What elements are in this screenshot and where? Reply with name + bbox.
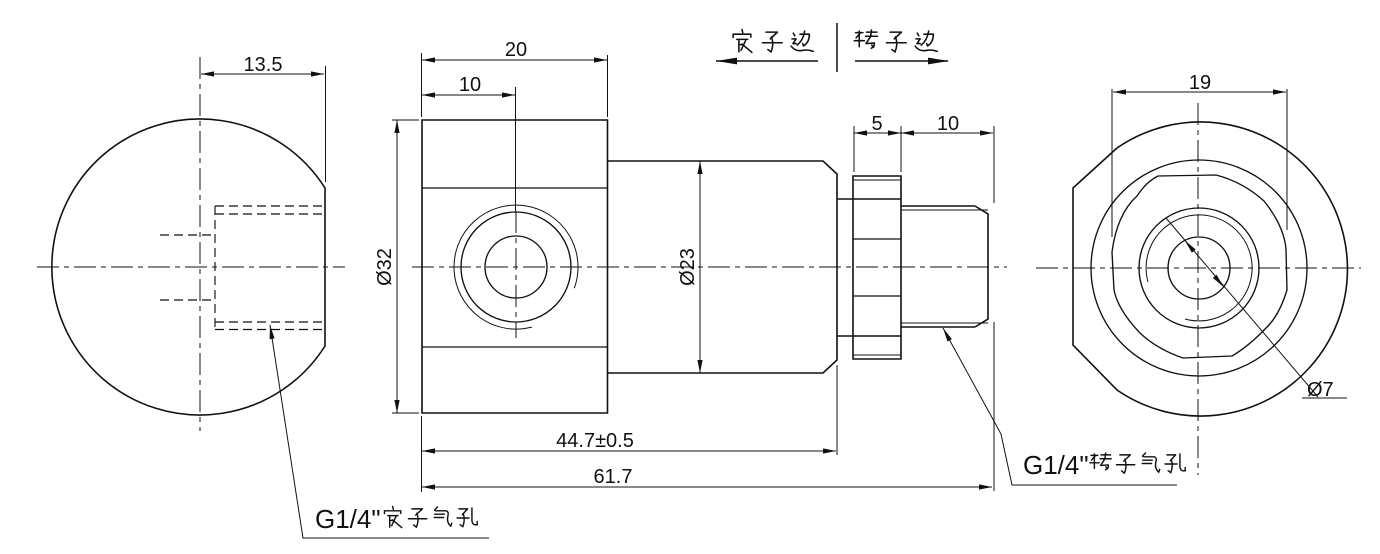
rotor-seal-ring bbox=[1111, 174, 1288, 359]
nut-edge-doubles bbox=[853, 179, 901, 356]
rotor-outline bbox=[1072, 121, 1349, 417]
dim-o7: Ø7 bbox=[1307, 379, 1334, 401]
dim-o23: Ø23 bbox=[677, 248, 699, 286]
boss-thread-arc bbox=[453, 204, 579, 330]
rotor-side-label bbox=[853, 29, 939, 53]
nut-outline bbox=[852, 175, 902, 360]
rotor-side-arrow bbox=[928, 57, 949, 65]
dim-19-lines bbox=[1111, 89, 1288, 237]
stator-side-arrow bbox=[716, 57, 737, 65]
neck-lines bbox=[837, 198, 901, 337]
svg-text:G1/4": G1/4" bbox=[315, 504, 381, 534]
thread-crest-lines bbox=[901, 205, 975, 328]
svg-text:G1/4": G1/4" bbox=[1023, 450, 1089, 480]
dim-10b: 10 bbox=[937, 113, 959, 135]
dim-o32: Ø32 bbox=[374, 248, 396, 286]
stator-port-label: G1/4" bbox=[315, 504, 478, 534]
stator-outline bbox=[51, 118, 326, 416]
thread-root-lines bbox=[901, 209, 988, 324]
dim-61.7: 61.7 bbox=[594, 466, 633, 488]
section-view: 20 10 Ø32 Ø23 5 10 44.7±0.5 61.7 G1/4" bbox=[374, 39, 1186, 492]
dim-5-10-lines bbox=[853, 126, 995, 203]
ext-lines-top bbox=[421, 53, 608, 211]
rotor-end-view: 19 Ø7 bbox=[1036, 72, 1361, 475]
dim-5: 5 bbox=[871, 113, 882, 135]
dim-13.5: 13.5 bbox=[244, 54, 283, 76]
dim-o7-line bbox=[1165, 217, 1347, 399]
stator-port-hidden-lines bbox=[160, 205, 325, 331]
rotor-port-leader bbox=[942, 327, 1177, 486]
stator-end-view: 13.5 G1/4" bbox=[37, 54, 489, 539]
dim-o32-lines bbox=[392, 119, 419, 414]
stator-port-leader bbox=[269, 324, 489, 539]
dim-19: 19 bbox=[1189, 72, 1211, 94]
side-labels bbox=[716, 23, 949, 72]
nut-serrations bbox=[853, 238, 901, 297]
dim-20: 20 bbox=[505, 39, 527, 61]
rotor-thread-arc bbox=[1145, 214, 1253, 322]
stator-side-label bbox=[732, 28, 815, 54]
dim-44.7: 44.7±0.5 bbox=[556, 430, 634, 452]
dim-13.5-lines bbox=[201, 66, 326, 182]
ext-lines-bottom bbox=[421, 322, 995, 492]
flange-step-lines bbox=[422, 187, 608, 348]
flange-outline bbox=[421, 119, 609, 414]
rotor-port-label: G1/4" bbox=[1023, 450, 1186, 480]
dim-10: 10 bbox=[459, 74, 481, 96]
